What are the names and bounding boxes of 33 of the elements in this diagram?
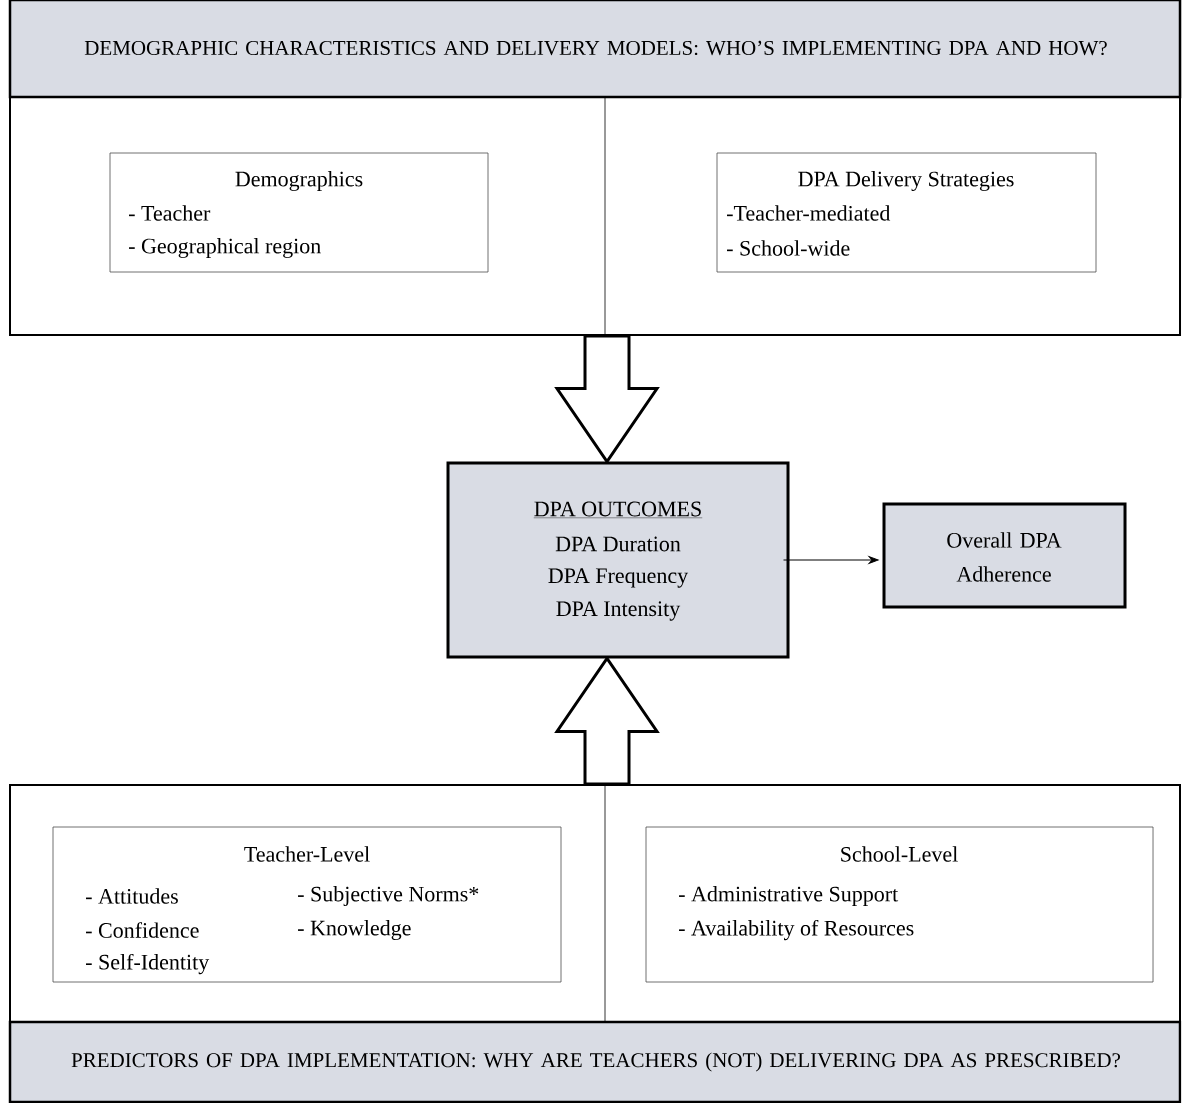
list-item: - Administrative Support: [679, 886, 899, 906]
category-box: [716, 152, 1097, 273]
block-arrow: [554, 655, 660, 786]
arrow: [783, 556, 879, 564]
box-heading: School-Level: [841, 846, 958, 862]
section-heading: PREDICTORS OF DPA IMPLEMENTATION: WHY ARE TEACHERS (NOT) DELIVERING DPA AS PRESCRIBED?: [71, 1052, 1120, 1072]
section-heading: DEMOGRAPHIC CHARACTERISTICS AND DELIVERY MODELS: WHO’S IMPLEMENTING DPA AND HOW?: [84, 40, 1107, 56]
category-box: [109, 152, 489, 273]
outcome-box: [446, 461, 790, 659]
list-item: - Self-Identity: [86, 953, 210, 975]
category-box: [645, 826, 1154, 983]
box-heading: DPA Delivery Strategies: [798, 171, 1014, 191]
list-item: - Attitudes: [86, 888, 178, 904]
block-arrow: [554, 334, 660, 465]
category-box: [52, 826, 562, 983]
list-item: - Availability of Resources: [679, 919, 914, 941]
section-panel: [8, 784, 1182, 1103]
list-item: - Geographical region: [129, 238, 321, 258]
list-item: - Subjective Norms*: [298, 886, 479, 906]
list-item: - School-wide: [727, 240, 850, 256]
box-label: Overall DPA Adherence: [947, 532, 1062, 582]
list-item: -Teacher-mediated: [727, 205, 891, 221]
list-item: - Confidence: [86, 922, 199, 938]
box-heading: Teacher-Level: [244, 846, 370, 862]
list-item: - Knowledge: [298, 920, 411, 940]
result-box: [882, 502, 1127, 609]
outcome-item: DPA Duration: [555, 536, 681, 552]
outcome-item: DPA Intensity: [556, 601, 681, 621]
outcome-item: DPA Frequency: [548, 568, 689, 588]
box-heading: Demographics: [235, 171, 363, 191]
section-panel: [8, 0, 1182, 336]
list-item: - Teacher: [129, 205, 211, 221]
box-heading: DPA OUTCOMES: [533, 501, 703, 518]
